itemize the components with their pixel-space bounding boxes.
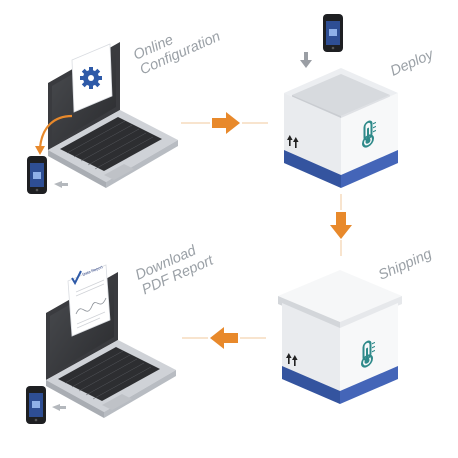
small-gray-arrow-icon xyxy=(52,404,66,411)
smartphone-icon xyxy=(27,156,47,194)
step-label-download-pdf-report: Download PDF Report xyxy=(133,238,217,299)
thermometer-icon xyxy=(361,340,375,368)
step-download-pdf-report: Data Report Download PDF Report xyxy=(26,238,217,424)
step-label-deploy: Deploy xyxy=(388,46,436,79)
flow-arrow-icon xyxy=(330,194,352,256)
step-shipping: Shipping xyxy=(278,246,434,404)
gear-icon xyxy=(80,67,102,89)
thermometer-icon xyxy=(362,120,376,148)
step-online-configuration: Online Configuration xyxy=(27,14,223,194)
smartphone-icon xyxy=(323,14,343,52)
checkmark-icon xyxy=(71,270,82,286)
this-side-up-icon xyxy=(287,135,299,148)
config-document-icon xyxy=(71,43,113,113)
laptop-icon xyxy=(46,272,176,418)
flow-arrow-icon xyxy=(182,327,266,349)
step-label-shipping: Shipping xyxy=(376,246,434,284)
shipping-box-icon xyxy=(278,270,402,404)
down-gray-arrow-icon xyxy=(300,52,312,68)
step-label-online-configuration: Online Configuration xyxy=(131,14,223,78)
flow-arrow-icon xyxy=(181,112,268,134)
this-side-up-icon xyxy=(286,353,298,366)
transfer-arrow-icon xyxy=(35,114,73,155)
step-deploy: Deploy xyxy=(284,14,437,188)
shipping-box-icon xyxy=(284,68,398,188)
small-gray-arrow-icon xyxy=(54,181,68,188)
smartphone-icon xyxy=(26,386,46,424)
